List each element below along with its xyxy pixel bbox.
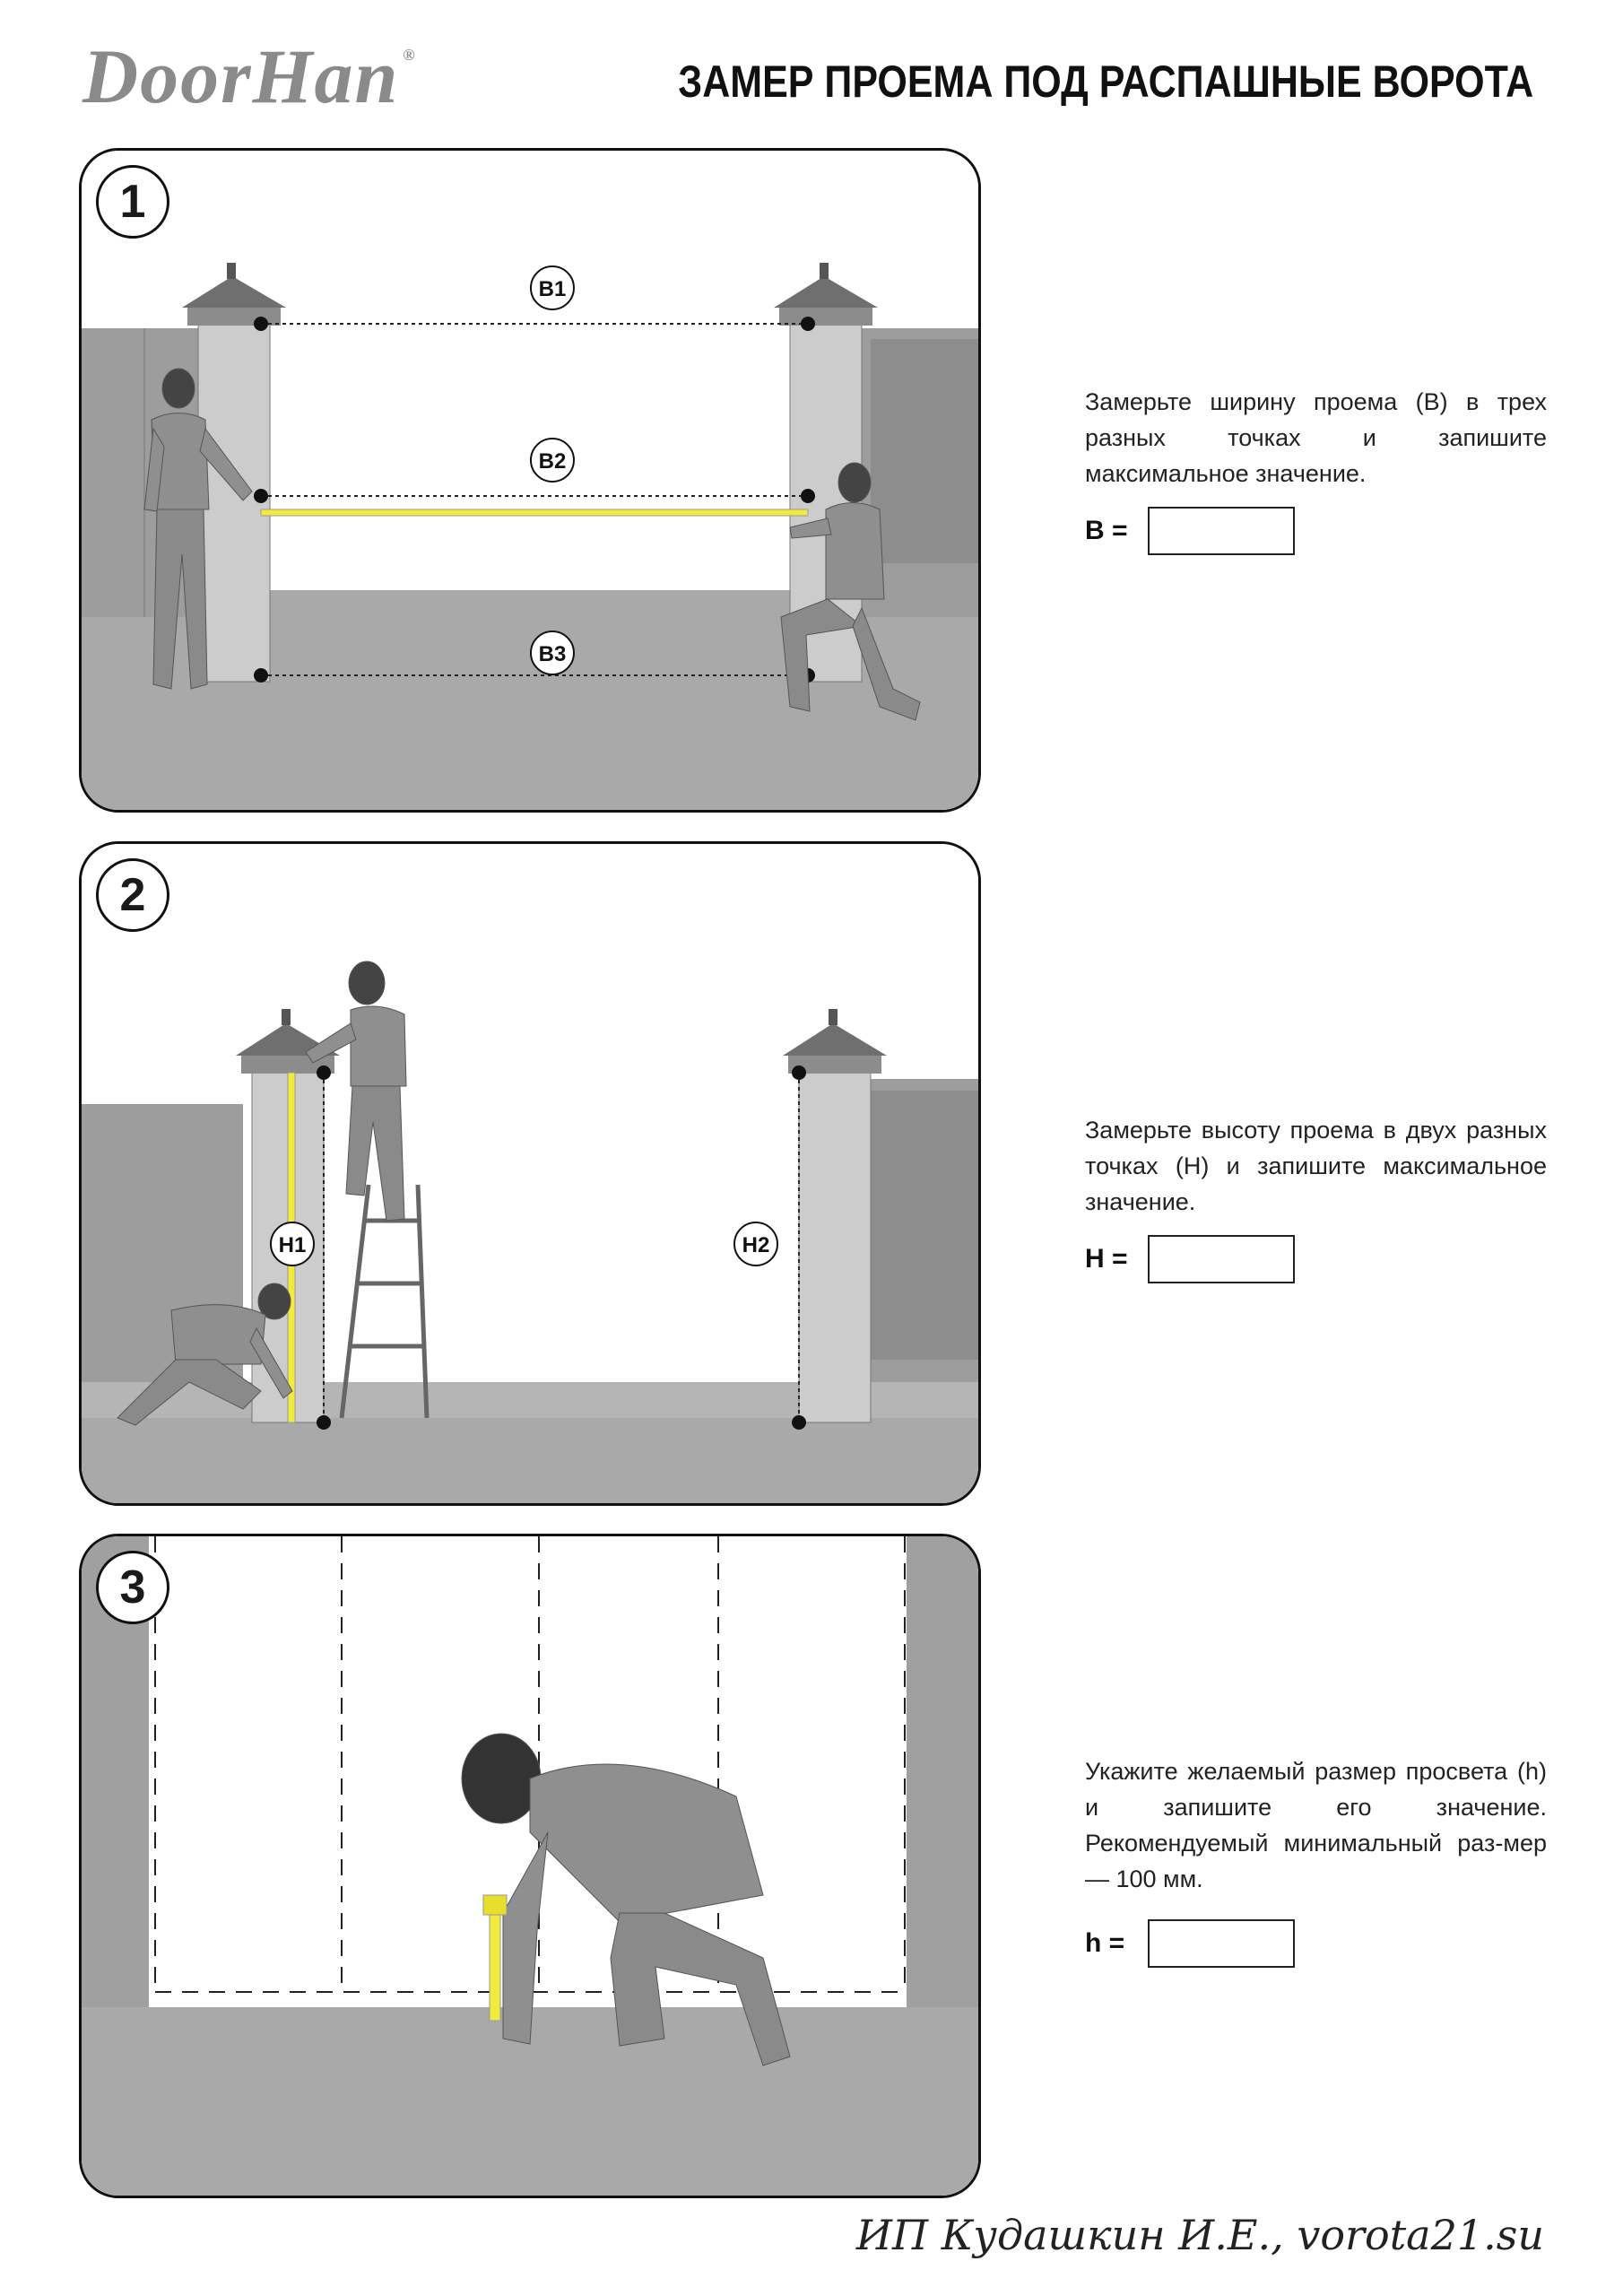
step-1-illustration: B1 B2 B3 <box>82 151 978 810</box>
step-1-instruction: Замерьте ширину проема (B) в трех разных… <box>1085 388 1547 487</box>
step-1-field-row: B = <box>1085 507 1295 555</box>
step-2-field-row: H = <box>1085 1235 1295 1283</box>
tape-measure <box>260 509 809 517</box>
footer-credit: ИП Кудашкин И.Е., vorota21.su <box>855 2211 1544 2259</box>
standing-man <box>143 368 253 690</box>
step-3-number: 3 <box>96 1551 169 1624</box>
input-b-box[interactable] <box>1148 507 1295 555</box>
label-b3: B3 <box>530 631 575 675</box>
kneeling-man <box>780 462 921 721</box>
input-small-h-box[interactable] <box>1148 1919 1295 1968</box>
page-title: ЗАМЕР ПРОЕМА ПОД РАСПАШНЫЕ ВОРОТА <box>678 57 1533 107</box>
step-2-panel: 2 <box>79 841 981 1506</box>
crouching-man <box>117 1283 293 1426</box>
ground <box>82 1416 978 1503</box>
field-label-h: H = <box>1085 1244 1128 1274</box>
man-on-ladder <box>305 961 407 1222</box>
svg-text:B3: B3 <box>539 642 567 666</box>
step-2-instruction: Замерьте высоту проема в двух разных точ… <box>1085 1117 1547 1215</box>
label-h1: H1 <box>270 1222 315 1266</box>
ground <box>82 590 978 810</box>
doorhan-logo: DoorHan® <box>82 33 417 119</box>
svg-text:B1: B1 <box>539 277 567 301</box>
step-2-illustration: H1 H2 <box>82 844 978 1503</box>
stepladder <box>339 1184 430 1419</box>
label-b1: B1 <box>530 265 575 310</box>
step-3-field-row: h = <box>1085 1919 1295 1968</box>
right-pillar <box>907 1536 978 2016</box>
step-1-panel: 1 <box>79 148 981 813</box>
field-label-b: B = <box>1085 516 1128 545</box>
step-3-instruction: Укажите желаемый размер просвета (h) и з… <box>1085 1758 1547 1892</box>
kneeling-man <box>461 1733 791 2066</box>
input-h-box[interactable] <box>1148 1235 1295 1283</box>
right-pillar <box>798 1072 872 1423</box>
label-b2: B2 <box>530 438 575 483</box>
step-3-panel: 3 <box>79 1534 981 2198</box>
label-h2: H2 <box>733 1222 778 1266</box>
tape-measure <box>489 1903 501 2022</box>
svg-text:B2: B2 <box>539 449 567 474</box>
step-3-illustration <box>82 1536 978 2196</box>
field-label-small-h: h = <box>1085 1928 1125 1958</box>
svg-text:H1: H1 <box>279 1233 307 1257</box>
svg-text:H2: H2 <box>742 1233 770 1257</box>
step-2-number: 2 <box>96 858 169 932</box>
step-1-number: 1 <box>96 165 169 239</box>
